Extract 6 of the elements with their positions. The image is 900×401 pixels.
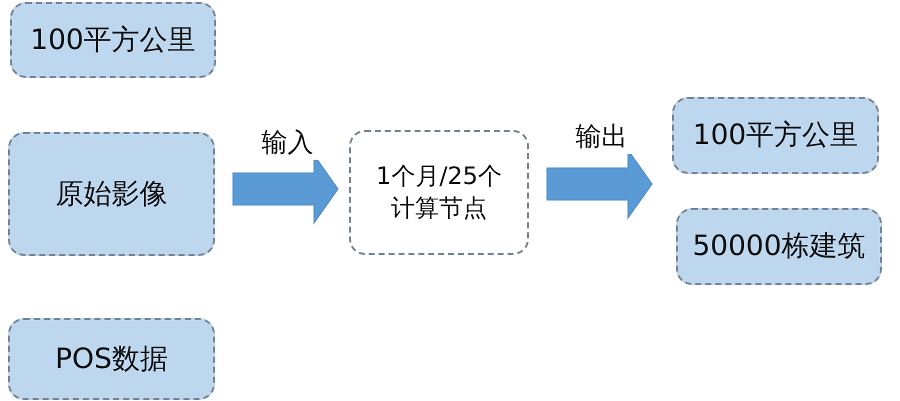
data-box: 50000栋建筑	[676, 208, 882, 285]
data-box: 原始影像	[8, 132, 215, 256]
data-box: POS数据	[8, 318, 215, 400]
data-box: 100平方公里	[672, 97, 879, 174]
process-box: 1个月/25个计算节点	[349, 130, 529, 255]
data-box: 100平方公里	[10, 2, 216, 78]
